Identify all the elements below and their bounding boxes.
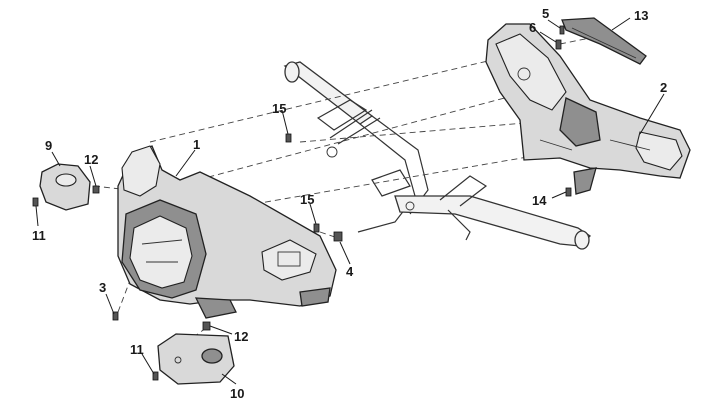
part-13-trim [561,17,647,65]
callout-1: 1 [193,137,200,152]
callout-4: 4 [346,264,354,279]
callout-9: 9 [45,138,52,153]
callout-14: 14 [532,193,547,208]
callout-12-upper: 12 [84,152,98,167]
part-9-cap [39,163,91,211]
part-10-cap [157,333,235,385]
screw-11-lower [152,371,159,381]
leader-lines [35,17,665,385]
screw-3 [112,311,119,321]
screw-6 [555,39,562,50]
screw-11-upper [32,197,39,207]
callout-15-lower: 15 [300,192,314,207]
callout-15-upper: 15 [272,101,286,116]
part-1-handlebar-cover [117,145,337,319]
callout-6: 6 [529,20,536,35]
callout-12-lower: 12 [234,329,248,344]
callout-2: 2 [660,80,667,95]
callout-3: 3 [99,280,106,295]
screw-5 [559,25,565,35]
part-2-rear-cover [485,23,691,195]
callout-13: 13 [634,8,648,23]
clip-4 [333,231,343,242]
clip-12-lower [202,321,211,331]
handlebar [283,61,592,250]
screw-15-lower [313,223,320,233]
callout-10: 10 [230,386,244,401]
clip-12-upper [92,185,100,194]
screw-14 [565,187,572,197]
callout-5: 5 [542,6,549,21]
callout-11-upper: 11 [32,228,46,243]
screw-15-upper [285,133,292,143]
callout-11-lower: 11 [130,342,144,357]
callouts: 1 2 3 4 5 6 9 10 11 11 12 12 13 14 15 15 [32,6,667,401]
